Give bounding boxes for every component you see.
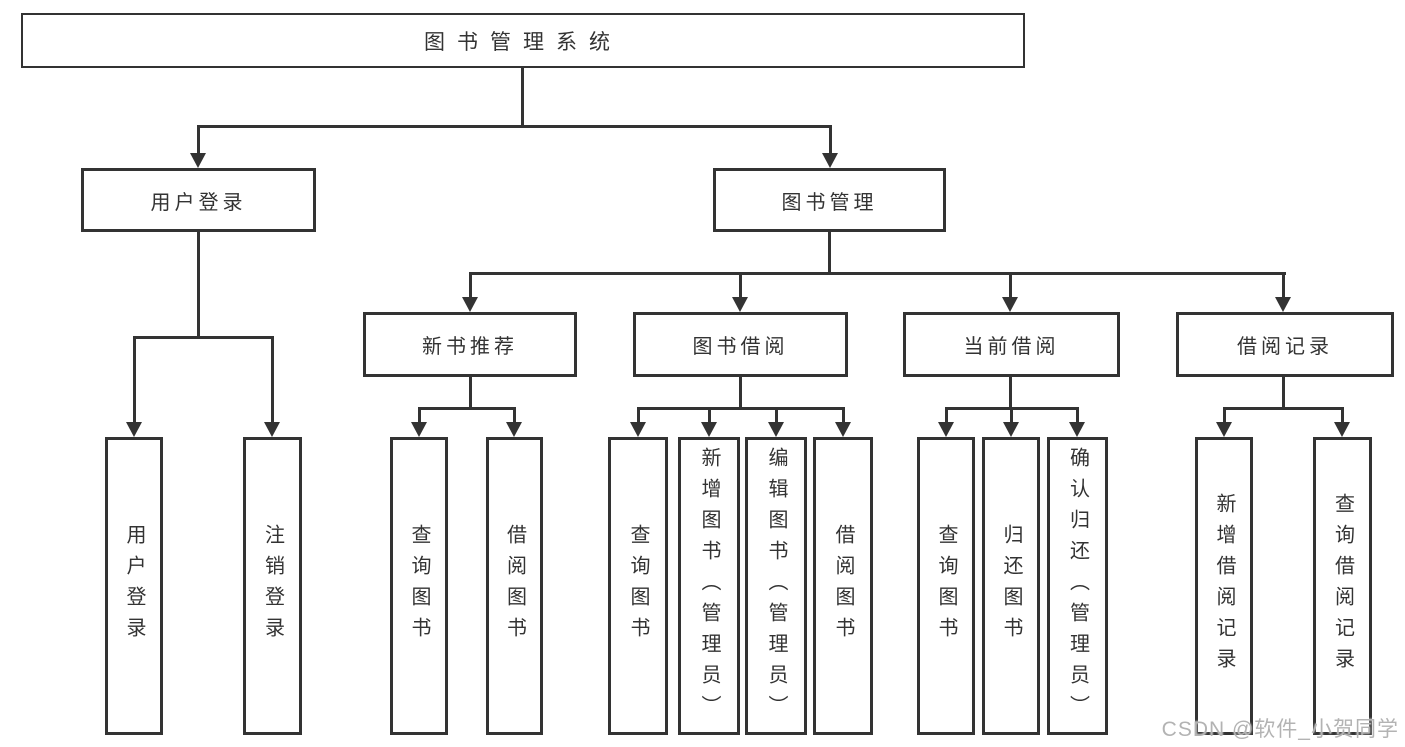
node-current-borrowing: 当前借阅 <box>903 312 1120 377</box>
connector-to-current-borrowing <box>1009 272 1012 298</box>
connector-sec0-branch <box>418 407 515 410</box>
connector-sec0-stem <box>469 377 472 407</box>
connector-sec2-stem <box>1009 377 1012 407</box>
node-new-book-recommend-label: 新书推荐 <box>422 336 518 358</box>
node-leaf-confirm-return-admin-label: 确认归还（管理员） <box>1066 446 1089 726</box>
connector-sec2-child0 <box>945 407 948 423</box>
connector-sec3-stem <box>1282 377 1285 407</box>
connector-to-leaf-user-login <box>133 336 136 423</box>
connector-to-user-login <box>197 125 200 154</box>
arrow-down-icon <box>506 422 522 437</box>
node-leaf-borrow-book-recommend: 借阅图书 <box>486 437 543 735</box>
arrow-down-icon <box>701 422 717 437</box>
connector-to-borrowing-records <box>1282 272 1285 298</box>
connector-mgmt-stem <box>828 232 831 272</box>
node-borrowing-records-label: 借阅记录 <box>1237 336 1333 358</box>
arrow-down-icon <box>822 153 838 168</box>
node-leaf-query-borrow-record: 查询借阅记录 <box>1313 437 1372 735</box>
connector-to-book-management <box>829 125 832 154</box>
connector-sec2-child2 <box>1076 407 1079 423</box>
connector-login-branch <box>133 336 274 339</box>
node-leaf-logout: 注销登录 <box>243 437 302 735</box>
node-leaf-query-book-current: 查询图书 <box>917 437 975 735</box>
arrow-down-icon <box>462 297 478 312</box>
connector-sec1-branch <box>637 407 844 410</box>
node-leaf-query-book-borrowing-label: 查询图书 <box>627 524 649 648</box>
node-leaf-query-borrow-record-label: 查询借阅记录 <box>1331 493 1354 679</box>
connector-sec1-child0 <box>637 407 640 423</box>
node-leaf-add-book-admin-label: 新增图书（管理员） <box>698 446 720 726</box>
node-borrowing-records: 借阅记录 <box>1176 312 1394 377</box>
csdn-watermark: CSDN @软件_小贺同学 <box>1161 718 1399 741</box>
node-leaf-query-book-recommend-label: 查询图书 <box>408 524 430 648</box>
arrow-down-icon <box>768 422 784 437</box>
node-library-system-label: 图书管理系统 <box>424 30 622 54</box>
node-leaf-user-login: 用户登录 <box>105 437 163 735</box>
arrow-down-icon <box>938 422 954 437</box>
arrow-down-icon <box>630 422 646 437</box>
arrow-down-icon <box>190 153 206 168</box>
connector-root-branch <box>197 125 832 128</box>
connector-sec0-child0 <box>418 407 421 423</box>
connector-sec1-stem <box>739 377 742 407</box>
node-new-book-recommend: 新书推荐 <box>363 312 577 377</box>
arrow-down-icon <box>1069 422 1085 437</box>
node-leaf-query-book-current-label: 查询图书 <box>935 524 957 648</box>
node-leaf-edit-book-admin: 编辑图书（管理员） <box>745 437 807 735</box>
connector-sec2-child1 <box>1010 407 1013 423</box>
connector-sec0-child1 <box>513 407 516 423</box>
connector-login-stem <box>197 232 200 336</box>
node-leaf-return-book: 归还图书 <box>982 437 1040 735</box>
node-leaf-query-book-borrowing: 查询图书 <box>608 437 668 735</box>
arrow-down-icon <box>1216 422 1232 437</box>
node-book-management: 图书管理 <box>713 168 946 232</box>
connector-to-new-book <box>469 272 472 298</box>
connector-sec3-branch <box>1223 407 1344 410</box>
node-leaf-user-login-label: 用户登录 <box>123 524 145 648</box>
node-book-management-label: 图书管理 <box>781 191 878 214</box>
node-leaf-edit-book-admin-label: 编辑图书（管理员） <box>765 446 787 726</box>
node-book-borrowing: 图书借阅 <box>633 312 848 377</box>
node-leaf-borrow-book-recommend-label: 借阅图书 <box>503 524 526 648</box>
node-leaf-add-book-admin: 新增图书（管理员） <box>678 437 740 735</box>
connector-sec1-child3 <box>842 407 845 423</box>
connector-mgmt-branch <box>469 272 1286 275</box>
arrow-down-icon <box>1334 422 1350 437</box>
connector-sec3-child0 <box>1223 407 1226 423</box>
node-current-borrowing-label: 当前借阅 <box>963 336 1060 358</box>
node-library-system: 图书管理系统 <box>21 13 1025 68</box>
connector-sec3-child1 <box>1341 407 1344 423</box>
connector-root-stem <box>521 68 524 125</box>
node-leaf-add-borrow-record-label: 新增借阅记录 <box>1213 493 1235 679</box>
arrow-down-icon <box>126 422 142 437</box>
node-leaf-confirm-return-admin: 确认归还（管理员） <box>1047 437 1108 735</box>
node-user-login: 用户登录 <box>81 168 316 232</box>
connector-sec1-child1 <box>708 407 711 423</box>
arrow-down-icon <box>732 297 748 312</box>
connector-sec1-child2 <box>775 407 778 423</box>
arrow-down-icon <box>411 422 427 437</box>
node-leaf-add-borrow-record: 新增借阅记录 <box>1195 437 1253 735</box>
node-leaf-borrow-book: 借阅图书 <box>813 437 873 735</box>
connector-to-book-borrowing <box>739 272 742 298</box>
arrow-down-icon <box>1275 297 1291 312</box>
node-leaf-borrow-book-label: 借阅图书 <box>832 524 854 648</box>
arrow-down-icon <box>264 422 280 437</box>
node-book-borrowing-label: 图书借阅 <box>692 336 789 358</box>
node-leaf-logout-label: 注销登录 <box>261 524 284 648</box>
arrow-down-icon <box>1002 297 1018 312</box>
arrow-down-icon <box>835 422 851 437</box>
connector-to-leaf-logout <box>271 336 274 423</box>
arrow-down-icon <box>1003 422 1019 437</box>
node-leaf-return-book-label: 归还图书 <box>1000 524 1022 648</box>
node-leaf-query-book-recommend: 查询图书 <box>390 437 448 735</box>
node-user-login-label: 用户登录 <box>150 191 247 214</box>
